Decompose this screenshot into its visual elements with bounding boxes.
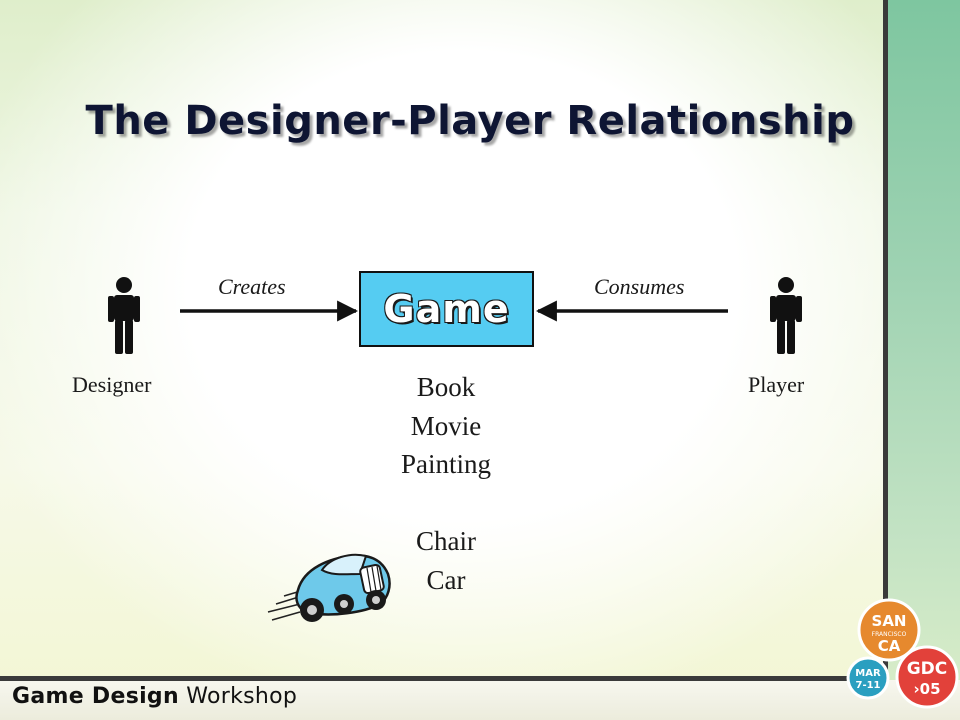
footer-divider-line	[0, 676, 888, 681]
footer-bar	[0, 680, 960, 720]
example-item: Chair	[416, 526, 476, 556]
date-badge: MAR 7-11	[846, 656, 890, 700]
badge-dates-text: 7-11	[855, 680, 880, 691]
badge-ca-text: CA	[878, 637, 901, 655]
consumes-label: Consumes	[594, 274, 685, 299]
example-item: Painting	[400, 449, 491, 479]
right-divider-line	[883, 0, 888, 685]
designer-label: Designer	[72, 372, 152, 397]
badge-san-text: SAN	[872, 612, 907, 630]
gdc-badge: GDC ›05	[895, 645, 959, 709]
example-item: Movie	[410, 410, 482, 441]
footer-title: Game Design Workshop	[12, 684, 297, 709]
player-label: Player	[748, 372, 805, 397]
slide-title: The Designer-Player Relationship	[85, 98, 855, 144]
game-box-label: Game	[383, 287, 510, 331]
badge-francisco-text: FRANCISCO	[872, 631, 907, 638]
example-spacer	[346, 484, 546, 523]
example-item: Car	[426, 564, 466, 595]
game-box: Game	[359, 271, 534, 347]
player-person-icon	[770, 277, 802, 354]
designer-person-icon	[108, 277, 140, 354]
badge-mar-text: MAR	[855, 668, 881, 679]
footer-title-rest: Workshop	[178, 684, 298, 709]
san-francisco-badge: SAN FRANCISCO CA	[857, 598, 921, 662]
right-decor-band	[888, 0, 960, 680]
footer-title-bold: Game Design	[12, 684, 179, 709]
badge-year-text: ›05	[913, 680, 940, 698]
creates-label: Creates	[218, 274, 286, 299]
car-illustration	[267, 553, 391, 622]
badge-gdc-text: GDC	[907, 659, 948, 679]
examples-list: Book Movie Painting Chair Car	[346, 368, 546, 599]
conference-badges: SAN FRANCISCO CA MAR 7-11 GDC ›05	[846, 598, 959, 709]
example-item: Book	[416, 372, 476, 402]
